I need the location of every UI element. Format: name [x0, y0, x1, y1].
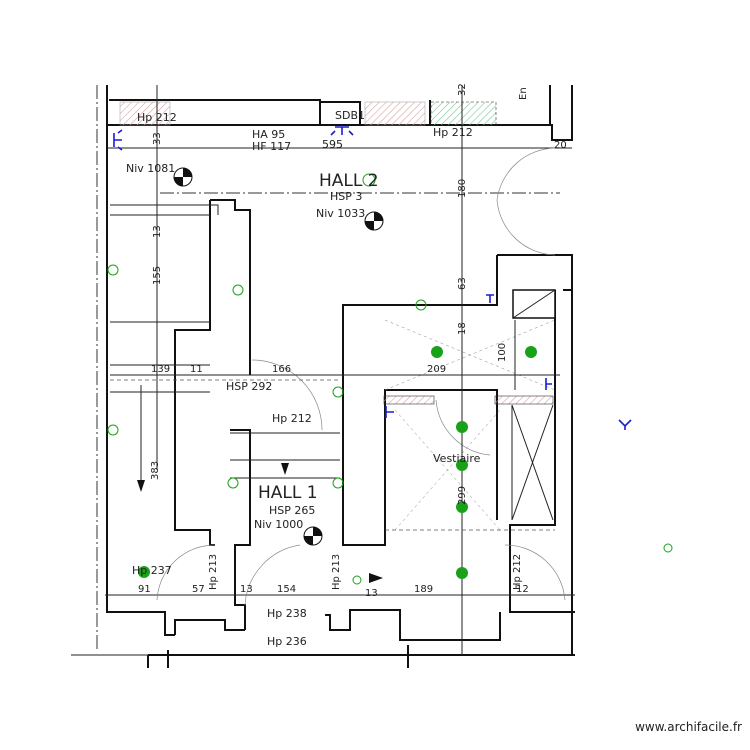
switch-icon: [107, 173, 673, 585]
dimension: 57: [192, 584, 205, 595]
label-hp: Hp 212: [137, 111, 177, 124]
dimension: 139: [151, 364, 170, 375]
dimension: 383: [150, 461, 161, 480]
label-hp: Hp 212: [512, 554, 523, 590]
room-level: Niv 1033: [316, 207, 365, 220]
dimension-lines: [110, 85, 560, 655]
dimension: 11: [190, 364, 203, 375]
label-hp: Hp 237: [132, 564, 172, 577]
level-marker: [303, 526, 323, 546]
dimension: 155: [152, 266, 163, 285]
label-hp: Hp 212: [272, 412, 312, 425]
dimension: 299: [457, 486, 468, 505]
label-hp: Hp 236: [267, 635, 307, 648]
dimension: 91: [138, 584, 151, 595]
label-hsp: HSP 292: [226, 380, 272, 393]
dimension: 63: [457, 277, 468, 290]
room-level: Niv 1000: [254, 518, 303, 531]
dimension: 189: [414, 584, 433, 595]
door-swings: [156, 147, 566, 606]
label-en: En: [518, 87, 529, 100]
room-name: Vestiaire: [433, 452, 481, 465]
dimension: 209: [427, 364, 446, 375]
ceiling-light-icon: [138, 346, 537, 579]
dimension: 20: [554, 140, 567, 151]
room-hsp: HSP 265: [269, 504, 315, 517]
hatched-wall: [430, 101, 497, 126]
dimension: 100: [497, 343, 508, 362]
watermark: www.archifacile.fr: [635, 720, 742, 734]
hatched-wall: [383, 395, 435, 405]
outlet-icon: [113, 126, 632, 430]
room-name: HALL 2: [319, 171, 379, 191]
level-label: Niv 1081: [126, 162, 175, 175]
label-hp: Hp 212: [433, 126, 473, 139]
dimension: 13: [240, 584, 253, 595]
dimension: 13: [152, 225, 163, 238]
room-name: HALL 1: [258, 483, 318, 503]
label-hp: Hp 213: [208, 554, 219, 590]
dimension: 13: [365, 588, 378, 599]
label-hf: HF 117: [252, 140, 291, 153]
room-hsp: HSP 3: [330, 190, 362, 203]
label-hp: Hp 213: [331, 554, 342, 590]
dimension: 180: [457, 179, 468, 198]
dimension: 32: [457, 83, 468, 96]
dimension: 166: [272, 364, 291, 375]
hatched-wall: [364, 101, 426, 126]
dimension: 12: [516, 584, 529, 595]
hatched-wall: [494, 395, 554, 405]
dimension: 154: [277, 584, 296, 595]
label-ha: HA 95: [252, 128, 285, 141]
level-marker: [364, 211, 384, 231]
level-marker: [173, 167, 193, 187]
dimension: 595: [322, 138, 343, 151]
dimension: 33: [152, 132, 163, 145]
room-label-sdb1: SDB1: [335, 109, 365, 122]
label-hp: Hp 238: [267, 607, 307, 620]
dimension: 18: [457, 322, 468, 335]
